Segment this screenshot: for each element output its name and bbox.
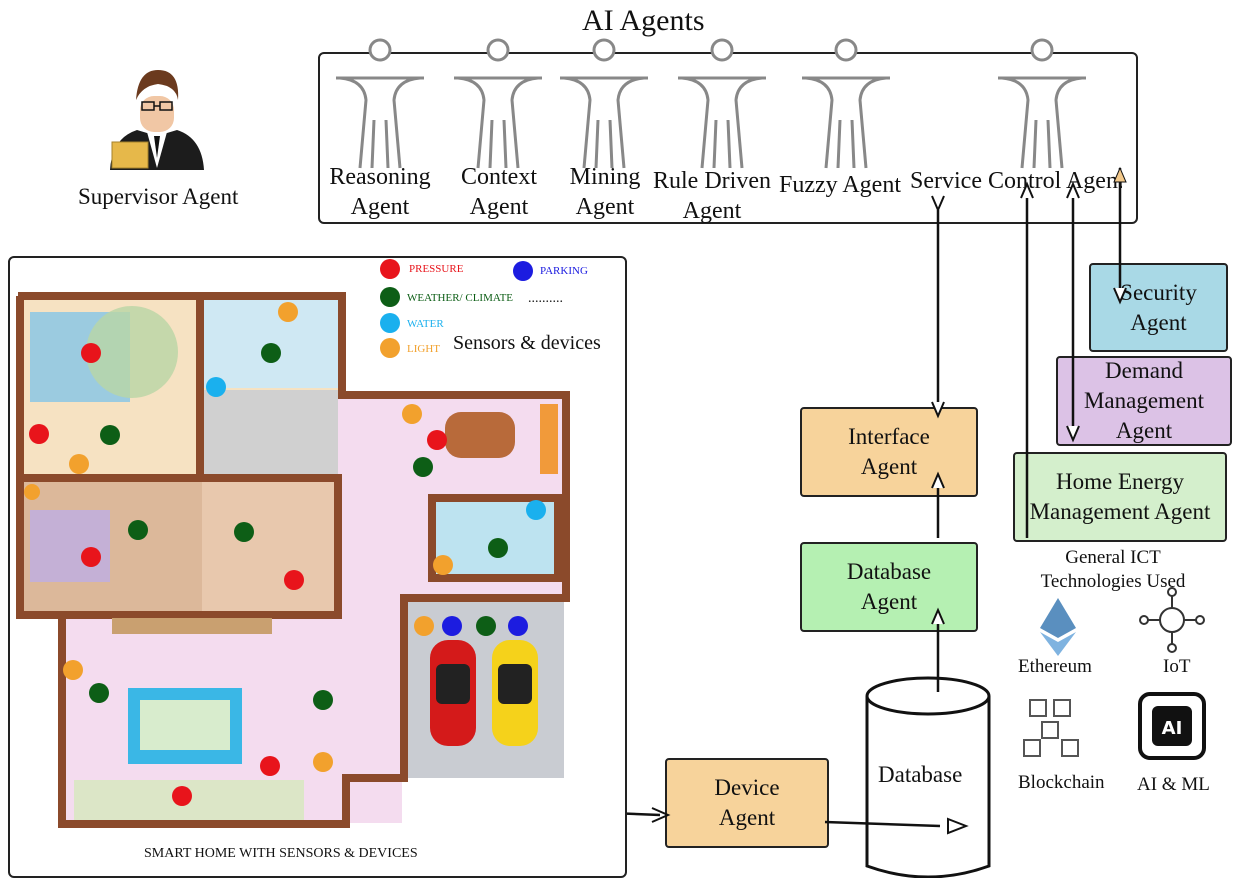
pressure-sensor (81, 547, 101, 567)
light-sensor (278, 302, 298, 322)
device-agent-box: Device Agent (665, 758, 829, 848)
legend-parking-dot (513, 261, 533, 281)
weather-sensor (100, 425, 120, 445)
pressure-sensor (29, 424, 49, 444)
database-agent-box: Database Agent (800, 542, 978, 632)
tech-ai-ml: AI & ML (1137, 774, 1210, 795)
pressure-sensor (284, 570, 304, 590)
iot-icon (1139, 587, 1205, 653)
demand-management-agent-box: Demand Management Agent (1056, 356, 1232, 446)
legend-water-dot (380, 313, 400, 333)
pressure-sensor (81, 343, 101, 363)
weather-sensor (476, 616, 496, 636)
pressure-sensor (172, 786, 192, 806)
weather-sensor (89, 683, 109, 703)
legend-title: Sensors & devices (453, 332, 601, 354)
tech-heading: General ICT Technologies Used (1040, 547, 1186, 592)
parking-sensor (442, 616, 462, 636)
legend-pressure-dot (380, 259, 400, 279)
legend-pressure: PRESSURE (409, 263, 464, 275)
light-sensor (24, 484, 40, 500)
pressure-sensor (427, 430, 447, 450)
supervisor-label: Supervisor Agent (78, 184, 239, 209)
light-sensor (69, 454, 89, 474)
light-sensor (313, 752, 333, 772)
light-sensor (433, 555, 453, 575)
security-agent-box: Security Agent (1089, 263, 1228, 352)
legend-more: .......... (528, 291, 563, 306)
tech-ethereum: Ethereum (1018, 656, 1092, 677)
weather-sensor (413, 457, 433, 477)
home-energy-management-agent-box: Home Energy Management Agent (1013, 452, 1227, 542)
water-sensor (206, 377, 226, 397)
tech-iot: IoT (1163, 656, 1191, 677)
pressure-sensor (260, 756, 280, 776)
blockchain-icon (1023, 699, 1079, 757)
agent-service-control: Service Control Agent (910, 168, 1122, 194)
water-sensor (526, 500, 546, 520)
svg-text:AI: AI (1162, 718, 1183, 739)
legend-light-dot (380, 338, 400, 358)
weather-sensor (234, 522, 254, 542)
light-sensor (402, 404, 422, 424)
legend-light: LIGHT (407, 343, 440, 355)
light-sensor (63, 660, 83, 680)
agent-fuzzy: Fuzzy Agent (779, 172, 901, 198)
database-label: Database (878, 762, 963, 787)
interface-agent-box: Interface Agent (800, 407, 978, 497)
ai-ml-icon: AI (1138, 692, 1206, 760)
diagram-title: AI Agents (582, 4, 705, 37)
legend-parking: PARKING (540, 265, 588, 277)
supervisor-icon (102, 58, 212, 170)
weather-sensor (488, 538, 508, 558)
legend-weather: WEATHER/ CLIMATE (407, 292, 514, 304)
parking-sensor (508, 616, 528, 636)
weather-sensor (128, 520, 148, 540)
legend-weather-dot (380, 287, 400, 307)
weather-sensor (313, 690, 333, 710)
ethereum-icon (1040, 598, 1076, 656)
light-sensor (414, 616, 434, 636)
weather-sensor (261, 343, 281, 363)
smart-home-caption: SMART HOME WITH SENSORS & DEVICES (144, 846, 418, 861)
tech-blockchain: Blockchain (1018, 772, 1105, 793)
legend-water: WATER (407, 318, 444, 330)
